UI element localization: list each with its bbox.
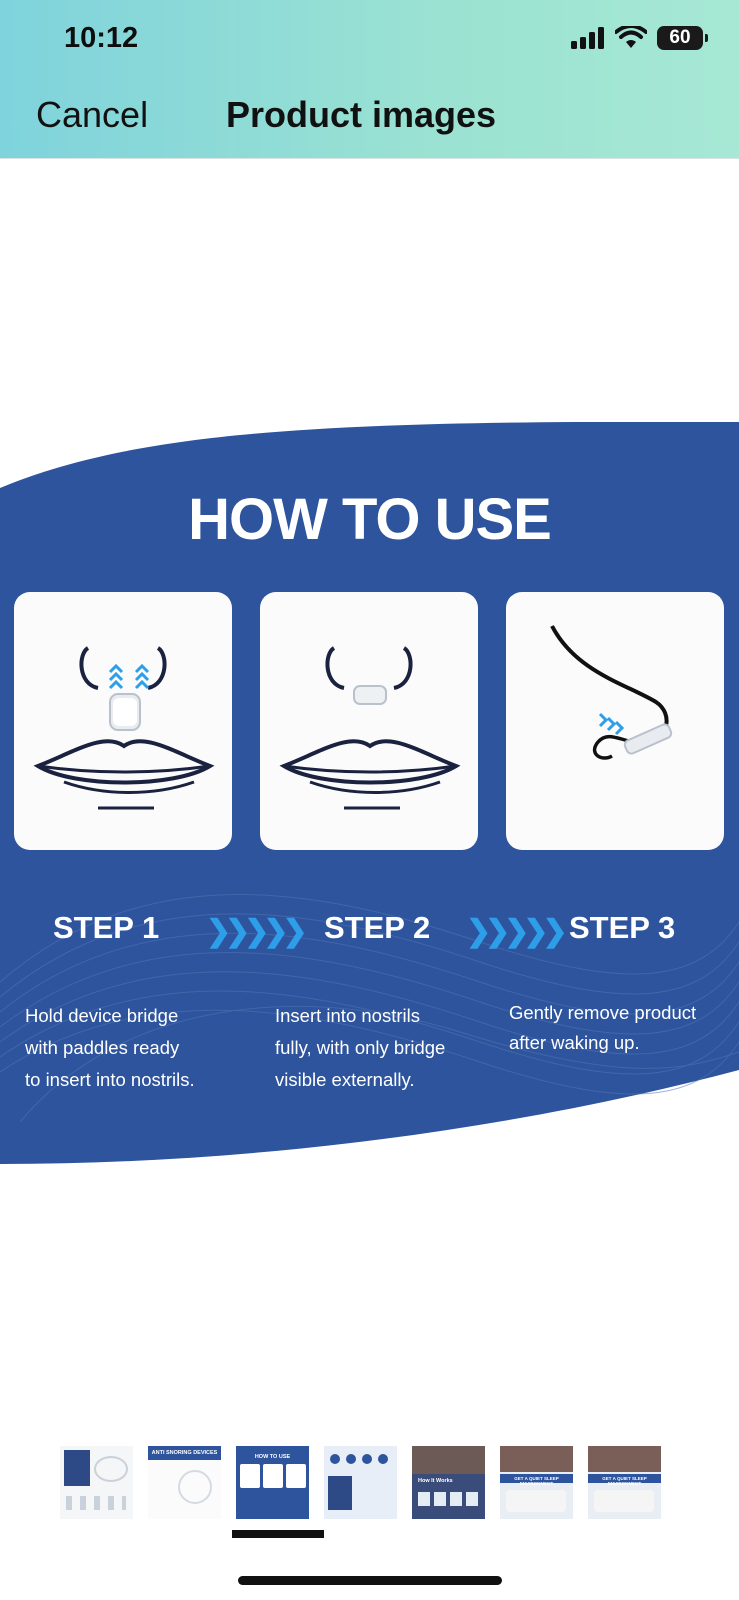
step-2-line: Insert into nostrils [275, 1005, 420, 1026]
battery-level: 60 [669, 27, 691, 48]
step-2-line: fully, with only bridge [275, 1037, 446, 1058]
nose-lips-icon [33, 646, 215, 810]
step-3-line: Gently remove product [509, 1002, 697, 1023]
sleep-environment-thumbnail-2[interactable]: GET A QUIET SLEEP ENVIRONMENT [588, 1446, 661, 1519]
home-indicator [238, 1576, 502, 1585]
step-3-line: after waking up. [509, 1032, 640, 1053]
step-1-line: Hold device bridge [25, 1005, 179, 1026]
step-3-label: STEP 3 [569, 910, 676, 945]
battery-icon: 60 [657, 26, 708, 50]
step-arrow-icon: ❯❯❯❯❯ [466, 915, 568, 948]
how-it-works-thumbnail[interactable]: How It Works [412, 1446, 485, 1519]
step-2-line: visible externally. [275, 1069, 415, 1090]
thumbnail-label: HOW TO USE [254, 1454, 291, 1460]
cellular-signal-icon [571, 27, 604, 49]
step-3-description: Gently remove product after waking up. [509, 998, 696, 1058]
step-arrow-icon: ❯❯❯❯❯ [206, 915, 308, 948]
step-1-line: to insert into nostrils. [25, 1069, 195, 1090]
nose-profile-icon [550, 625, 673, 760]
header-bar: 10:12 60 Cancel Product images [0, 0, 739, 159]
wifi-icon [615, 26, 647, 48]
status-icons: 60 [571, 26, 708, 50]
thumbnail-strip: ANTI SNORING DEVICES HOW TO USE How It W… [60, 1446, 661, 1519]
step-3-illustration [506, 592, 724, 850]
nose-lips-inserted-icon [279, 646, 461, 810]
product-features-thumbnail[interactable] [324, 1446, 397, 1519]
thumbnail-label: GET A QUIET SLEEP ENVIRONMENT [514, 1476, 559, 1486]
status-time: 10:12 [64, 22, 139, 54]
anti-snoring-devices-thumbnail[interactable]: ANTI SNORING DEVICES [148, 1446, 221, 1519]
how-to-use-thumbnail[interactable]: HOW TO USE [236, 1446, 309, 1519]
step-1-illustration [14, 592, 232, 850]
how-to-use-title: HOW TO USE [188, 487, 552, 552]
selected-thumbnail-indicator [232, 1530, 324, 1538]
step-2-label: STEP 2 [324, 910, 431, 945]
step-1-label: STEP 1 [53, 910, 160, 945]
step-2-illustration [260, 592, 478, 850]
page-title: Product images [226, 94, 497, 135]
cancel-button[interactable]: Cancel [36, 94, 149, 135]
thumbnail-label: GET A QUIET SLEEP ENVIRONMENT [602, 1476, 647, 1486]
step-1-description: Hold device bridge with paddles ready to… [25, 1000, 195, 1096]
step-1-line: with paddles ready [25, 1037, 180, 1058]
sleep-environment-thumbnail[interactable]: GET A QUIET SLEEP ENVIRONMENT [500, 1446, 573, 1519]
thumbnail-label: How It Works [418, 1478, 453, 1484]
product-box-thumbnail[interactable] [60, 1446, 133, 1519]
step-2-description: Insert into nostrils fully, with only br… [275, 1000, 445, 1096]
thumbnail-label: ANTI SNORING DEVICES [151, 1450, 218, 1456]
